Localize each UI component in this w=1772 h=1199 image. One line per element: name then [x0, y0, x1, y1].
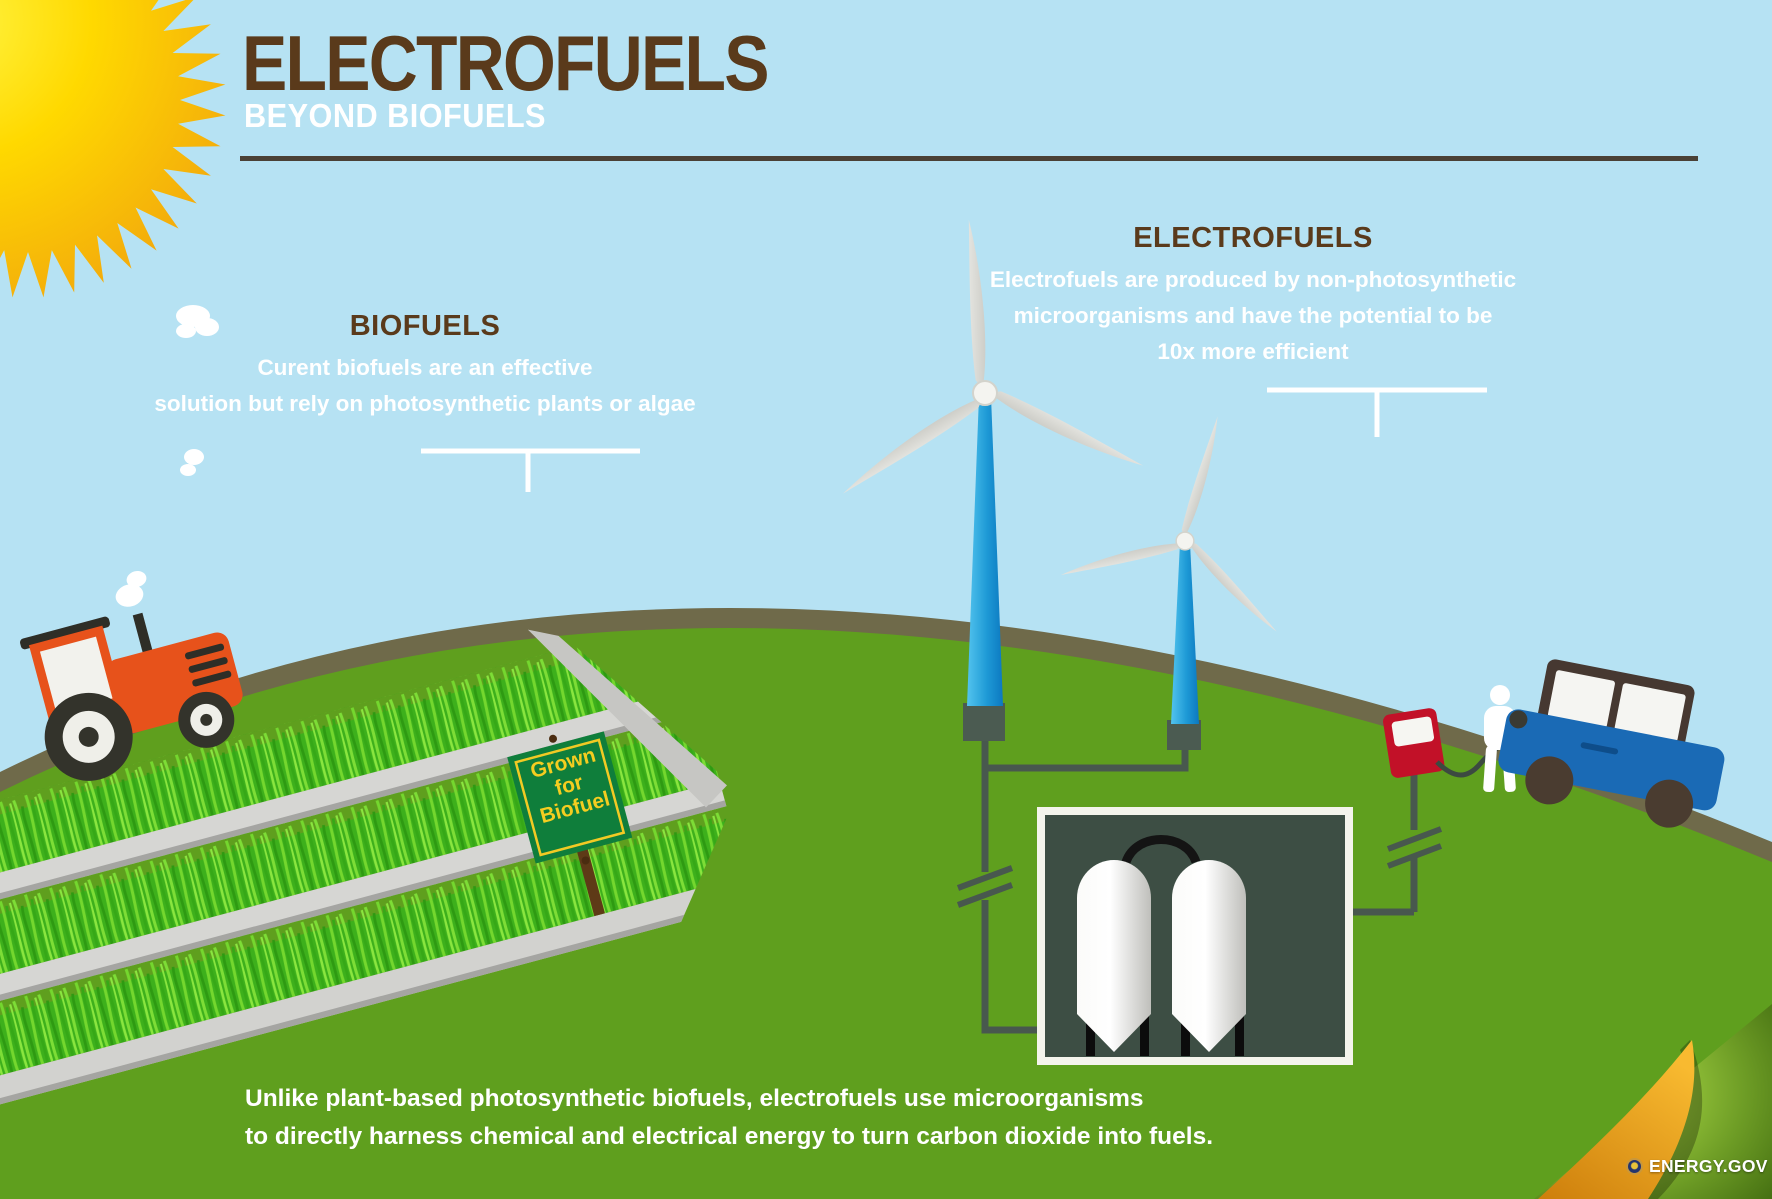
- biofuels-pointer: [421, 448, 640, 492]
- electrofuels-heading: ELECTROFUELS: [1133, 222, 1373, 254]
- wind-turbine-icon: [839, 219, 1148, 706]
- field-path-edge: [0, 800, 727, 1019]
- tank-leg: [1181, 1010, 1190, 1056]
- crop-row: [0, 806, 745, 1088]
- electrofuels-text-line: Electrofuels are produced by non-photosy…: [989, 267, 1517, 292]
- smoke-puff-icon: [180, 449, 204, 476]
- electrofuels-text-line: 10x more efficient: [1157, 339, 1349, 364]
- footer-caption: Unlike plant-based photosynthetic biofue…: [245, 1080, 1213, 1156]
- wire-right: [1351, 770, 1418, 916]
- tank-leg: [1086, 1010, 1095, 1056]
- doe-seal-icon: [1626, 1158, 1643, 1175]
- biofuel-field: [0, 570, 753, 1116]
- electrofuels-pointer: [1267, 387, 1487, 437]
- tractor-wheel: [44, 692, 133, 781]
- wire-left: [981, 738, 1189, 1034]
- capacitor-icon: [1386, 826, 1443, 869]
- car-window: [1614, 683, 1686, 742]
- tank-leg: [1235, 1010, 1244, 1056]
- bioreactor-tanks-icon: [1037, 807, 1353, 1065]
- biofuels-text-line: solution but rely on photosynthetic plan…: [154, 391, 696, 416]
- door-handle: [1580, 742, 1619, 755]
- car-wheel: [1525, 756, 1574, 805]
- biofuels-heading: BIOFUELS: [349, 310, 501, 342]
- fuel-port: [1509, 710, 1528, 729]
- smoke-puff-icon: [115, 570, 147, 607]
- crop-row: [0, 618, 695, 899]
- field-path-edge: [0, 705, 701, 924]
- biofuels-callout: BIOFUELS Curent biofuels are an effectiv…: [135, 310, 715, 422]
- car-window: [1547, 670, 1615, 728]
- tractor-wheel: [178, 691, 235, 748]
- electrofuels-callout: ELECTROFUELS Electrofuels are produced b…: [973, 222, 1533, 370]
- page-subtitle: BEYOND BIOFUELS: [244, 97, 546, 134]
- page-curl-icon: [1534, 1004, 1772, 1199]
- capacitor-icon: [956, 865, 1014, 908]
- footer-line: to directly harness chemical and electri…: [245, 1123, 1214, 1150]
- tractor-icon: [20, 570, 243, 781]
- smoke-puff-icon: [176, 305, 219, 338]
- tank-leg: [1140, 1010, 1149, 1056]
- footer-line: Unlike plant-based photosynthetic biofue…: [245, 1085, 1144, 1112]
- car-wheel: [1645, 779, 1694, 828]
- field-curb-edge: [0, 897, 753, 1116]
- grille: [184, 643, 232, 687]
- header-divider: [240, 156, 1698, 161]
- field-path: [0, 781, 727, 1019]
- exhaust-pipe: [132, 612, 154, 658]
- logo-text: ENERGY.GOV: [1649, 1156, 1768, 1176]
- car-icon: [1498, 659, 1725, 828]
- turbine-base: [1167, 720, 1201, 750]
- connecting-pipe: [1121, 835, 1201, 864]
- energy-gov-logo: ENERGY.GOV: [1626, 1156, 1768, 1177]
- wind-turbine-icon: [1059, 414, 1282, 724]
- tank-icon: [1172, 860, 1246, 1052]
- turbine-base: [963, 703, 1005, 741]
- biofuels-text-line: Curent biofuels are an effective: [257, 355, 593, 380]
- tank-icon: [1077, 860, 1151, 1052]
- page-title: ELECTROFUELS: [242, 19, 770, 107]
- sun-icon: [0, 0, 226, 298]
- field-sign: [507, 731, 633, 917]
- electrofuels-text-line: microorganisms and have the potential to…: [1013, 303, 1493, 328]
- field-curb: [0, 875, 753, 1116]
- power-lines: [956, 738, 1443, 1034]
- field-path: [0, 686, 701, 924]
- field-curb-right: [527, 629, 727, 808]
